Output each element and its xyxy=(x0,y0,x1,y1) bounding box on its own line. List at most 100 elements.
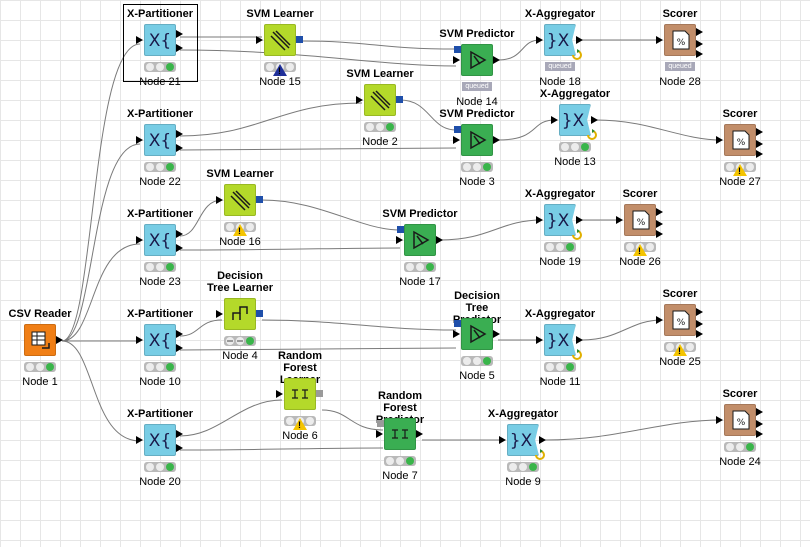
predictor-icon[interactable] xyxy=(461,318,493,350)
warning-icon[interactable] xyxy=(233,224,247,236)
node-label[interactable]: Node 26 xyxy=(619,256,661,268)
model-output-port[interactable] xyxy=(316,390,323,397)
predictor-icon[interactable] xyxy=(461,44,493,76)
x-aggregate-icon[interactable]: }X xyxy=(544,204,576,236)
svm-learner-icon[interactable] xyxy=(264,24,296,56)
workflow-node-scorer[interactable]: Scorer%Node 26 xyxy=(585,182,695,292)
node-label[interactable]: Node 25 xyxy=(659,356,701,368)
node-label[interactable]: Node 16 xyxy=(219,236,261,248)
x-aggregate-icon[interactable]: }X xyxy=(544,24,576,56)
workflow-node-scorer[interactable]: Scorer%Node 27 xyxy=(685,102,795,212)
model-output-port[interactable] xyxy=(296,36,303,43)
output-port[interactable] xyxy=(416,430,423,438)
output-port[interactable] xyxy=(756,140,763,148)
node-label[interactable]: Node 17 xyxy=(399,276,441,288)
input-port[interactable] xyxy=(256,36,263,44)
input-port[interactable] xyxy=(453,330,460,338)
node-label[interactable]: Node 28 xyxy=(659,76,701,88)
model-input-port[interactable] xyxy=(397,226,404,233)
input-port[interactable] xyxy=(136,336,143,344)
output-port[interactable] xyxy=(696,330,703,338)
model-input-port[interactable] xyxy=(454,320,461,327)
x-aggregate-icon[interactable]: }X xyxy=(544,324,576,356)
node-label[interactable]: Node 21 xyxy=(139,76,181,88)
output-port[interactable] xyxy=(756,430,763,438)
input-port[interactable] xyxy=(716,136,723,144)
scorer-icon[interactable]: % xyxy=(624,204,656,236)
output-port[interactable] xyxy=(576,36,583,44)
scorer-icon[interactable]: % xyxy=(664,304,696,336)
warning-icon[interactable] xyxy=(633,244,647,256)
workflow-node-scorer[interactable]: Scorer%Node 24 xyxy=(685,382,795,492)
warning-icon[interactable] xyxy=(673,344,687,356)
input-port[interactable] xyxy=(356,96,363,104)
model-input-port[interactable] xyxy=(377,420,384,427)
node-label[interactable]: Node 18 xyxy=(539,76,581,88)
output-port[interactable] xyxy=(656,220,663,228)
input-port[interactable] xyxy=(216,310,223,318)
output-port[interactable] xyxy=(756,128,763,136)
node-label[interactable]: Node 2 xyxy=(362,136,398,148)
scorer-icon[interactable]: % xyxy=(724,404,756,436)
output-port[interactable] xyxy=(176,244,183,252)
output-port[interactable] xyxy=(176,330,183,338)
input-port[interactable] xyxy=(656,36,663,44)
warning-icon[interactable] xyxy=(293,418,307,430)
output-port[interactable] xyxy=(176,444,183,452)
input-port[interactable] xyxy=(499,436,506,444)
output-port[interactable] xyxy=(56,336,63,344)
input-port[interactable] xyxy=(536,216,543,224)
output-port[interactable] xyxy=(576,216,583,224)
warning-icon[interactable] xyxy=(273,64,287,76)
output-port[interactable] xyxy=(576,336,583,344)
input-port[interactable] xyxy=(136,236,143,244)
csv-reader-icon[interactable] xyxy=(24,324,56,356)
x-aggregate-icon[interactable]: }X xyxy=(507,424,539,456)
node-label[interactable]: Node 24 xyxy=(719,456,761,468)
warning-icon[interactable] xyxy=(733,164,747,176)
x-partition-icon[interactable]: X{ xyxy=(144,124,176,156)
input-port[interactable] xyxy=(136,136,143,144)
output-port[interactable] xyxy=(696,308,703,316)
output-port[interactable] xyxy=(696,320,703,328)
output-port[interactable] xyxy=(493,330,500,338)
svm-learner-icon[interactable] xyxy=(364,84,396,116)
node-label[interactable]: Node 20 xyxy=(139,476,181,488)
input-port[interactable] xyxy=(453,136,460,144)
input-port[interactable] xyxy=(136,436,143,444)
model-output-port[interactable] xyxy=(256,310,263,317)
output-port[interactable] xyxy=(176,344,183,352)
input-port[interactable] xyxy=(536,336,543,344)
output-port[interactable] xyxy=(493,56,500,64)
output-port[interactable] xyxy=(539,436,546,444)
node-label[interactable]: Node 9 xyxy=(505,476,541,488)
output-port[interactable] xyxy=(656,208,663,216)
model-input-port[interactable] xyxy=(454,126,461,133)
output-port[interactable] xyxy=(756,408,763,416)
scorer-icon[interactable]: % xyxy=(664,24,696,56)
x-aggregate-icon[interactable]: }X xyxy=(559,104,591,136)
scorer-icon[interactable]: % xyxy=(724,124,756,156)
node-label[interactable]: Node 27 xyxy=(719,176,761,188)
input-port[interactable] xyxy=(136,36,143,44)
output-port[interactable] xyxy=(696,50,703,58)
model-output-port[interactable] xyxy=(396,96,403,103)
x-partition-icon[interactable]: X{ xyxy=(144,224,176,256)
output-port[interactable] xyxy=(756,420,763,428)
